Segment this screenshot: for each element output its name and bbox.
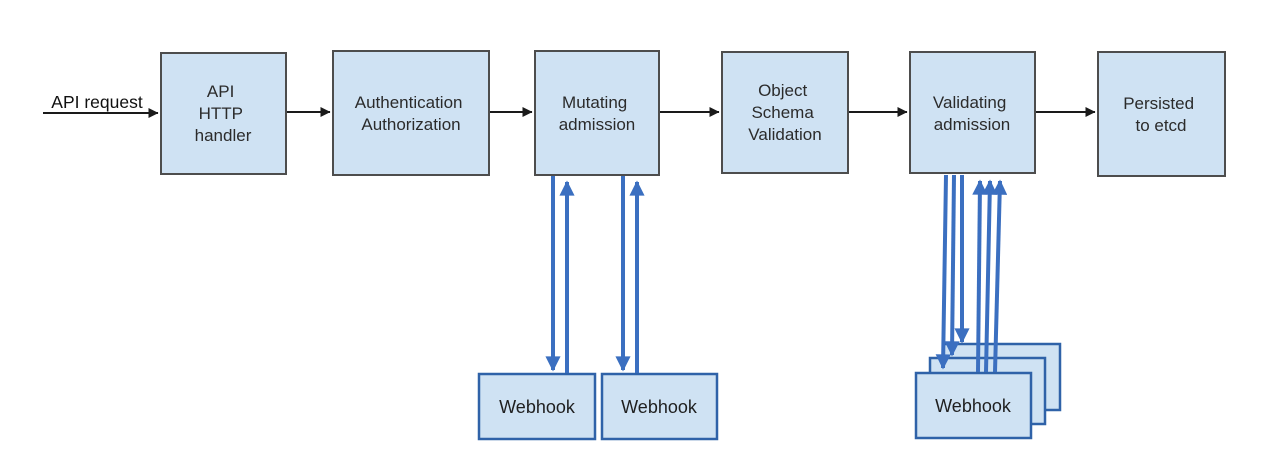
node-box (1097, 51, 1226, 177)
validating-webhook-return-arrow-2 (982, 179, 998, 373)
mutating-webhook-box-2: Webhook (600, 372, 719, 441)
webhook-box-front (914, 371, 1033, 440)
node-label: Authentication Authorization (355, 93, 467, 134)
node-label: Object Schema Validation (748, 81, 821, 144)
node-box (909, 51, 1036, 174)
validating-webhook-call-arrow-2 (944, 174, 960, 357)
webhook-label: Webhook (499, 397, 576, 417)
node-label: Mutating admission (559, 93, 636, 134)
node-api-http-handler: API HTTP handler (160, 52, 287, 175)
node-box (721, 51, 849, 174)
webhook-box (477, 372, 597, 441)
mutating-webhook-box-1: Webhook (477, 372, 597, 441)
node-label: API HTTP handler (195, 82, 252, 145)
api-request-label: API request (51, 92, 143, 112)
node-label: Validating admission (933, 93, 1011, 134)
node-box (534, 50, 660, 176)
node-persisted-to-etcd: Persisted to etcd (1097, 51, 1226, 177)
node-box (332, 50, 490, 176)
node-mutating-admission: Mutating admission (534, 50, 660, 176)
node-object-schema-validation: Object Schema Validation (721, 51, 849, 174)
webhook-label: Webhook (935, 396, 1012, 416)
webhook-box (600, 372, 719, 441)
node-label: Persisted to etcd (1123, 94, 1199, 135)
node-authentication-authorization: Authentication Authorization (332, 50, 490, 176)
validating-webhook-return-arrow-1 (972, 179, 988, 373)
webhook-label: Webhook (621, 397, 698, 417)
node-box (160, 52, 287, 175)
validating-webhook-stack: Webhook (914, 342, 1062, 440)
validating-webhook-call-arrow-1 (935, 174, 951, 370)
validating-webhook-return-arrow-3 (992, 179, 1008, 373)
node-validating-admission: Validating admission (909, 51, 1036, 174)
